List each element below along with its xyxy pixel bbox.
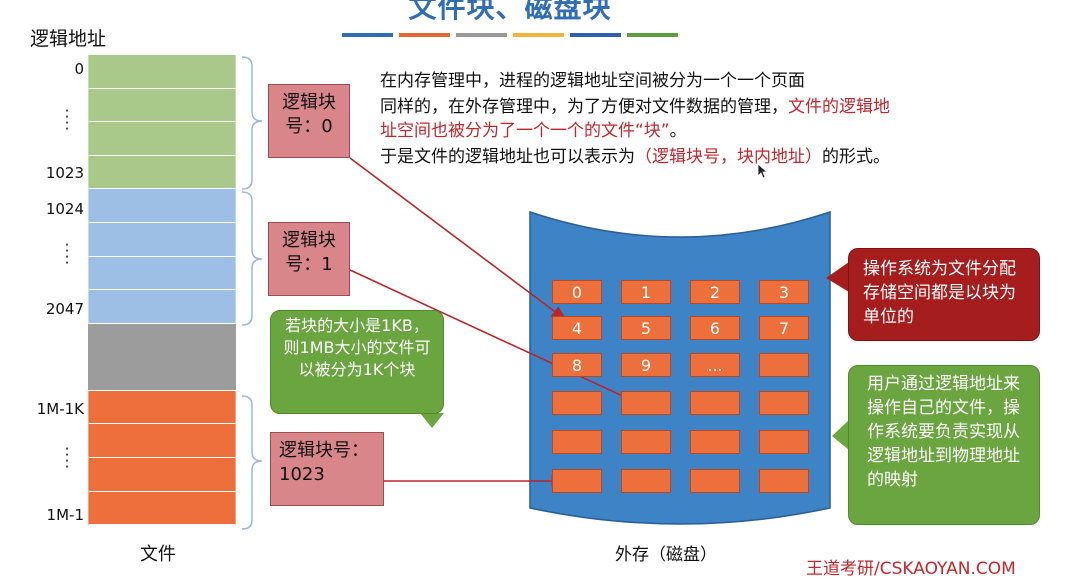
para-line-4-highlight: （逻辑块号，块内地址） xyxy=(635,147,822,167)
disk-block xyxy=(759,430,809,454)
disk-block: 8 xyxy=(552,353,602,377)
file-cell xyxy=(88,491,236,526)
disk-block xyxy=(621,391,671,415)
address-label: 1024 xyxy=(45,200,84,218)
mouse-cursor-icon xyxy=(757,163,769,179)
callout-os-allocation: 操作系统为文件分配存储空间都是以块为单位的 xyxy=(848,248,1040,341)
bracket-block1023 xyxy=(241,395,263,530)
disk-block: 1 xyxy=(621,280,671,304)
block-label-0: 逻辑块号：0 xyxy=(268,84,350,158)
title-color-bar xyxy=(513,33,564,37)
disk-block: 5 xyxy=(621,316,671,340)
file-block-column xyxy=(88,55,236,526)
disk-block xyxy=(690,469,740,493)
title-color-bar xyxy=(399,33,450,37)
file-cell xyxy=(88,390,236,425)
callout-pointer-red xyxy=(826,262,849,292)
bracket-block1 xyxy=(241,191,263,326)
block-label-1023: 逻辑块号： 1023 xyxy=(270,432,384,506)
disk-block xyxy=(552,469,602,493)
disk-block: 3 xyxy=(759,280,809,304)
title-color-bar xyxy=(342,33,393,37)
file-cell xyxy=(88,457,236,492)
file-cell xyxy=(88,189,236,223)
para-line-3: 址空间也被分为了一个一个的文件“块”。 xyxy=(380,120,687,142)
file-cell xyxy=(88,256,236,291)
title-color-bar xyxy=(627,33,678,37)
para-line-1: 在内存管理中，进程的逻辑地址空间被分为一个一个页面 xyxy=(380,71,805,91)
disk-block: 0 xyxy=(552,280,602,304)
page-title: 文件块、磁盘块 xyxy=(408,0,612,24)
logical-address-heading: 逻辑地址 xyxy=(30,28,107,50)
address-label: 0 xyxy=(74,60,84,78)
disk-block xyxy=(552,430,602,454)
arrow-block1 xyxy=(349,269,642,405)
para-line-4: 于是文件的逻辑地址也可以表示为（逻辑块号，块内地址）的形式。 xyxy=(380,146,890,168)
block-label-1: 逻辑块号：1 xyxy=(268,222,350,296)
vertical-ellipsis-icon: ···· xyxy=(64,102,70,138)
disk-cylinder xyxy=(529,210,831,525)
para-line-2-text: 同样的，在外存管理中，为了方便对文件数据的管理， xyxy=(380,97,788,117)
file-cell xyxy=(88,88,236,123)
disk-block: ... xyxy=(690,353,740,377)
para-line-3-highlight: 址空间也被分为了一个一个的文件“块” xyxy=(380,121,670,141)
address-label: 1023 xyxy=(45,164,84,182)
disk-block: 6 xyxy=(690,316,740,340)
file-cell xyxy=(88,122,236,156)
disk-block: 7 xyxy=(759,316,809,340)
block-label-1023-line1: 逻辑块号： xyxy=(279,440,369,461)
file-caption: 文件 xyxy=(140,544,176,565)
block-label-1023-line2: 1023 xyxy=(279,464,325,485)
disk-block xyxy=(690,391,740,415)
title-color-bar xyxy=(570,33,621,37)
file-cell xyxy=(88,323,236,391)
address-label: 1M-1K xyxy=(36,400,84,418)
para-line-4-text: 于是文件的逻辑地址也可以表示为 xyxy=(380,147,635,167)
para-line-3-text: 。 xyxy=(669,121,687,141)
arrow-block0 xyxy=(349,157,568,321)
disk-block xyxy=(759,469,809,493)
bracket-block0 xyxy=(241,56,263,190)
vertical-ellipsis-icon: ···· xyxy=(64,236,70,272)
callout-pointer-green xyxy=(832,420,849,450)
file-cell xyxy=(88,155,236,190)
disk-block xyxy=(621,469,671,493)
file-cell xyxy=(88,290,236,324)
title-underline xyxy=(342,33,678,37)
vertical-ellipsis-icon: ···· xyxy=(64,440,70,476)
callout-block-size: 若块的大小是1KB，则1MB大小的文件可以被分为1K个块 xyxy=(270,310,444,414)
para-line-2: 同样的，在外存管理中，为了方便对文件数据的管理，文件的逻辑地 xyxy=(380,96,890,118)
address-label: 1M-1 xyxy=(46,506,84,524)
address-label: 2047 xyxy=(45,300,84,318)
disk-block xyxy=(759,353,809,377)
para-line-4-tail: 的形式。 xyxy=(822,147,890,167)
callout-user-mapping: 用户通过逻辑地址来操作自己的文件，操作系统要负责实现从逻辑地址到物理地址的映射 xyxy=(848,365,1040,525)
disk-block xyxy=(759,391,809,415)
title-color-bar xyxy=(456,33,507,37)
disk-block xyxy=(621,430,671,454)
disk-block: 4 xyxy=(552,316,602,340)
file-cell xyxy=(88,424,236,458)
disk-caption: 外存（磁盘） xyxy=(615,545,717,565)
watermark-text: 王道考研/CSKAOYAN.COM xyxy=(806,559,1016,579)
file-cell xyxy=(88,222,236,257)
disk-block xyxy=(552,391,602,415)
disk-block: 9 xyxy=(621,353,671,377)
disk-block xyxy=(690,430,740,454)
file-cell xyxy=(88,55,236,89)
disk-block: 2 xyxy=(690,280,740,304)
para-line-2-highlight: 文件的逻辑地 xyxy=(788,97,890,117)
callout-pointer-green-left xyxy=(420,413,444,428)
